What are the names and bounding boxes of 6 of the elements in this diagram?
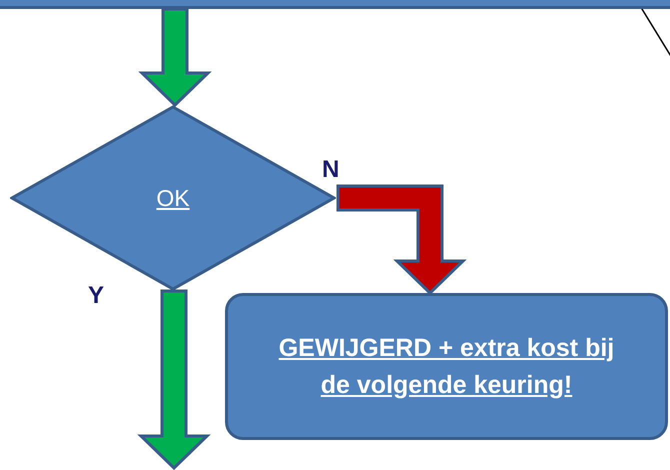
node-text: OK [156,184,190,212]
process-box [225,293,668,440]
block-arrow [336,184,467,296]
node-text: GEWIJGERD + extra kost bij de volgende keuring! [278,333,616,400]
block-arrow [138,8,212,108]
block-arrow [137,290,211,470]
